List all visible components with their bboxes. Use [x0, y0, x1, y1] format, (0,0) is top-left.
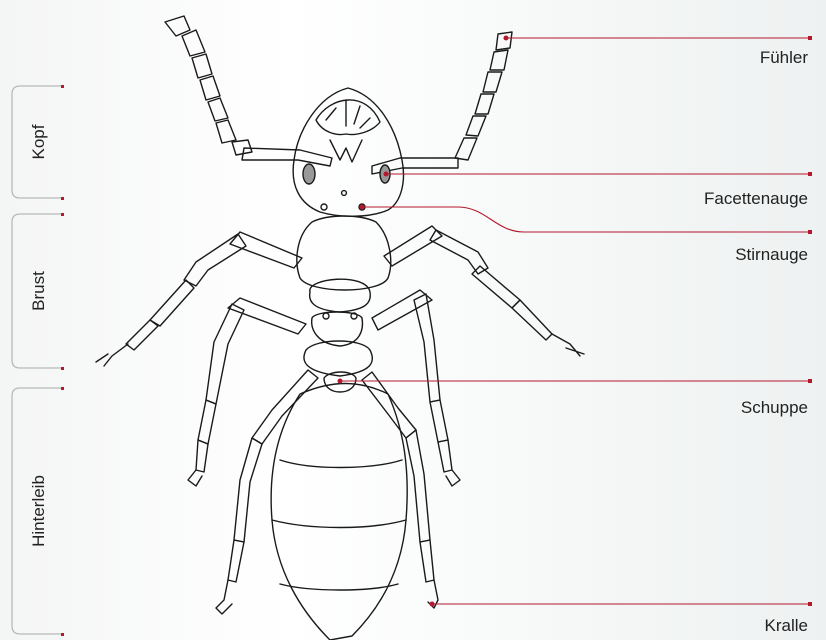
label-kralle: Kralle: [765, 616, 808, 636]
label-schuppe: Schuppe: [741, 398, 808, 418]
ant-illustration: [96, 16, 584, 640]
mandible-plate: [316, 100, 380, 135]
leader-dots: [338, 36, 813, 607]
front-leg-left: [96, 232, 302, 366]
bracket-dots: [61, 85, 64, 636]
leader-lines: [340, 38, 809, 604]
region-label-brust: Brust: [29, 271, 49, 311]
mesonotum: [310, 279, 371, 312]
front-leg-right: [384, 226, 584, 356]
label-stirnauge: Stirnauge: [735, 245, 808, 265]
antenna-left: [165, 16, 332, 166]
middle-leg-right: [372, 290, 460, 486]
hind-leg-left: [216, 370, 318, 614]
label-fuehler: Fühler: [760, 48, 808, 68]
label-facettenauge: Facettenauge: [704, 189, 808, 209]
compound-eye-left: [303, 164, 315, 184]
hind-leg-right: [362, 372, 438, 608]
gaster: [271, 384, 407, 640]
antenna-right: [372, 32, 512, 174]
region-label-kopf: Kopf: [29, 125, 49, 160]
region-label-hinterleib: Hinterleib: [29, 475, 49, 547]
region-brackets: [12, 86, 62, 634]
